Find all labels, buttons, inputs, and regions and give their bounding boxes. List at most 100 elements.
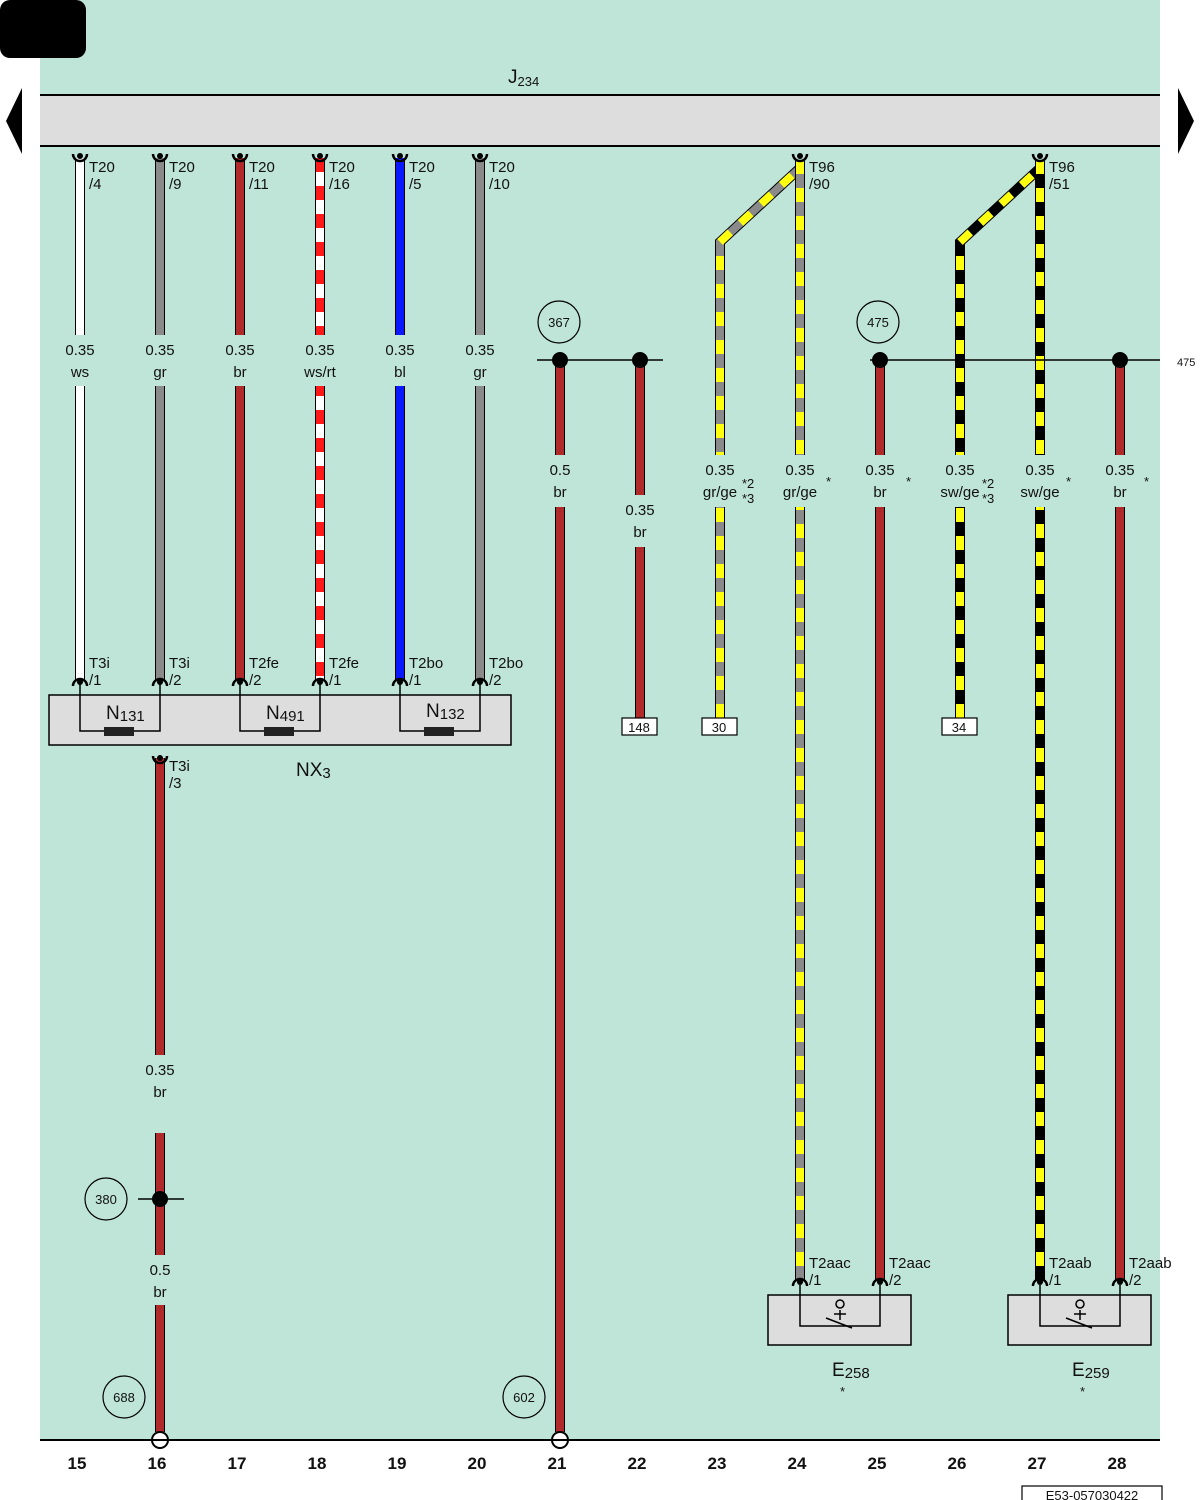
wire-25 xyxy=(872,362,888,1280)
connector-pin-icon xyxy=(231,677,249,687)
ref-circle-475[interactable]: 475 xyxy=(856,300,900,344)
connector-pin-icon xyxy=(311,153,329,163)
column-number-15: 15 xyxy=(68,1454,87,1473)
column-number-23: 23 xyxy=(708,1454,727,1473)
ref-circle-380[interactable]: 380 xyxy=(84,1177,128,1221)
n491-label: N491 xyxy=(266,703,305,725)
column-number-17: 17 xyxy=(228,1454,247,1473)
splice-dot-16 xyxy=(152,1191,168,1207)
ref-box-34-label: 34 xyxy=(952,720,966,735)
column-number-21: 21 xyxy=(548,1454,567,1473)
connector-pin-icon xyxy=(471,677,489,687)
connector-pin-icon xyxy=(71,153,89,163)
pin-label-18: T20/16 xyxy=(329,159,355,193)
wire-16 xyxy=(152,158,168,680)
connector-pin-icon xyxy=(151,755,169,765)
control-unit-bar xyxy=(40,95,1160,146)
connector-pin-icon xyxy=(311,677,329,687)
splice-dot-28 xyxy=(1112,352,1128,368)
svg-text:688: 688 xyxy=(113,1390,135,1405)
e259-note: * xyxy=(1080,1384,1085,1399)
diagram-id: E53-057030422 xyxy=(1046,1488,1139,1500)
e258-label: E258 xyxy=(832,1360,870,1382)
pin-label-16: T20/9 xyxy=(169,159,195,193)
wire-22 xyxy=(632,362,648,718)
pin-label-t2aab-2: T2aab/2 xyxy=(1129,1255,1172,1289)
pin-label-t2aac-1: T2aac/1 xyxy=(809,1255,851,1289)
svg-text:380: 380 xyxy=(95,1192,117,1207)
wire-19 xyxy=(392,158,408,680)
n131-resistor-icon xyxy=(104,727,134,736)
ref-box-34[interactable] xyxy=(941,717,978,736)
pin-label-t2bo-1: T2bo/1 xyxy=(409,655,443,689)
connector-pin-icon xyxy=(791,1277,809,1287)
pin-label-t2fe-2: T2fe/2 xyxy=(249,655,279,689)
wire-15 xyxy=(72,158,88,680)
connector-pin-icon xyxy=(151,153,169,163)
ref-circle-602[interactable]: 602 xyxy=(502,1375,546,1419)
wire-16-lower xyxy=(152,758,168,1432)
ref-circle-688[interactable]: 688 xyxy=(102,1375,146,1419)
n131-label: N131 xyxy=(106,703,145,725)
column-number-19: 19 xyxy=(388,1454,407,1473)
e258-switch-icon xyxy=(825,1299,853,1329)
ref-box-148[interactable] xyxy=(621,717,658,736)
wire-21 xyxy=(552,362,568,1432)
splice-dot-22 xyxy=(632,352,648,368)
column-number-20: 20 xyxy=(468,1454,487,1473)
next-page-arrow[interactable] xyxy=(1178,88,1194,154)
pin-label-17: T20/11 xyxy=(249,159,275,193)
nx3-component-box[interactable] xyxy=(48,694,512,746)
n491-resistor-icon xyxy=(264,727,294,736)
splice-dot-21 xyxy=(552,352,568,368)
wire-25-note: * xyxy=(906,474,911,489)
pin-label-24: T96/90 xyxy=(809,159,835,193)
column-number-27: 27 xyxy=(1028,1454,1047,1473)
column-number-25: 25 xyxy=(868,1454,887,1473)
ref-box-30[interactable] xyxy=(701,717,738,736)
connector-pin-icon xyxy=(1031,1277,1049,1287)
wires-layer xyxy=(71,153,1129,1432)
pin-label-15: T20/4 xyxy=(89,159,115,193)
connector-pin-icon xyxy=(1111,1277,1129,1287)
wire-23-note: *2*3 xyxy=(742,476,754,506)
ref-box-30-label: 30 xyxy=(712,720,726,735)
ref-box-148-label: 148 xyxy=(628,720,650,735)
labels-layer: T20/4 T20/9 T20/11 T20/16 T20/5 T20/10 T… xyxy=(65,159,1171,1301)
pin-label-20: T20/10 xyxy=(489,159,515,193)
pin-label-t2aac-2: T2aac/2 xyxy=(889,1255,931,1289)
wire-24-note: * xyxy=(826,474,831,489)
column-number-26: 26 xyxy=(948,1454,967,1473)
column-number-24: 24 xyxy=(788,1454,807,1473)
pin-label-t3i-1: T3i/1 xyxy=(89,655,110,689)
previous-page-arrow[interactable] xyxy=(6,88,22,154)
page-corner-tab[interactable] xyxy=(0,0,86,58)
diagram-id-box xyxy=(1021,1485,1163,1500)
connector-pin-icon xyxy=(871,1277,889,1287)
wire-23 xyxy=(712,164,804,718)
wire-26-note: *2*3 xyxy=(982,476,994,506)
connector-pin-icon xyxy=(1031,153,1049,163)
ref-circle-367[interactable]: 367 xyxy=(537,300,581,344)
wire-24 xyxy=(792,160,808,1280)
wire-27 xyxy=(1032,160,1048,1280)
pin-label-19: T20/5 xyxy=(409,159,435,193)
pin-label-t3i-3: T3i/3 xyxy=(169,758,190,792)
svg-text:367: 367 xyxy=(548,315,570,330)
connector-pin-icon xyxy=(471,153,489,163)
